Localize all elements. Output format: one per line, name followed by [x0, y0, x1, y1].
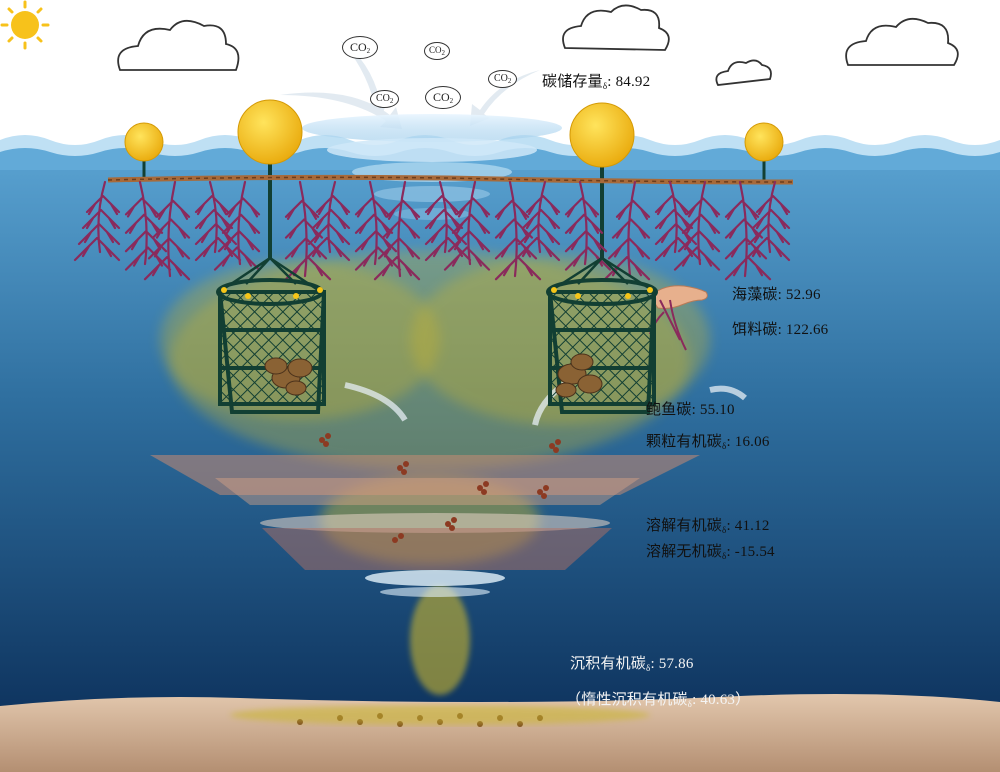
seaweed-strand — [194, 180, 242, 262]
seaweed-strand — [124, 180, 172, 271]
seaweed-strand — [354, 180, 402, 271]
seaweed-strand — [213, 180, 261, 271]
seaweed-strand — [73, 180, 121, 262]
cloud-icon — [117, 20, 240, 71]
seaweed-strand — [373, 180, 421, 281]
cloud-icon — [715, 59, 772, 86]
buoy-icon — [744, 122, 784, 182]
seaweed-strand — [424, 180, 472, 262]
seaweed-strand — [284, 180, 332, 281]
label-poc: 颗粒有机碳δ: 16.06 — [646, 434, 770, 451]
seaweed-strand — [443, 180, 491, 271]
label-feed-carbon: 饵料碳: 122.66 — [732, 322, 829, 338]
organic-particles — [319, 433, 561, 543]
seaweed-strand — [494, 180, 542, 281]
label-carbon-storage: 碳储存量δ: 84.92 — [542, 74, 651, 91]
sun-icon — [0, 0, 50, 50]
co2-molecule: CO2 — [424, 42, 451, 60]
label-doc: 溶解有机碳δ: 41.12 — [646, 518, 770, 535]
co2-molecule: CO2 — [370, 90, 400, 108]
seaweed — [73, 180, 791, 281]
label-dic: 溶解无机碳δ: -15.54 — [646, 544, 775, 561]
seaweed-strand — [564, 180, 612, 271]
label-abalone-carbon: 鲍鱼碳: 55.10 — [646, 402, 735, 418]
co2-molecule: CO2 — [425, 86, 462, 109]
label-inert-sediment-oc: （惰性沉积有机碳δ: 40.63） — [566, 692, 751, 709]
carbon-flux-funnel — [150, 455, 700, 597]
cloud-icons — [117, 4, 959, 86]
co2-molecule: CO2 — [488, 70, 518, 88]
label-sediment-oc: 沉积有机碳δ: 57.86 — [570, 656, 694, 673]
buoy-icon — [124, 122, 164, 178]
abalone-cage-left — [216, 256, 326, 414]
sediment-layer — [230, 705, 650, 725]
seaweed-strand — [673, 180, 721, 271]
buoy-icon — [569, 102, 635, 258]
seaweed-strand — [724, 180, 772, 281]
label-seaweed-carbon: 海藻碳: 52.96 — [732, 287, 821, 303]
seaweed-strand — [513, 180, 561, 262]
seaweed-strand — [143, 180, 191, 281]
co2-molecule: CO2 — [342, 36, 379, 59]
seaweed-strand — [303, 180, 351, 262]
cloud-icon — [845, 17, 959, 66]
seaweed-strand — [654, 180, 702, 262]
cloud-icon — [562, 4, 670, 51]
seaweed-strand — [743, 180, 791, 262]
abalone-cage-right — [546, 256, 658, 414]
